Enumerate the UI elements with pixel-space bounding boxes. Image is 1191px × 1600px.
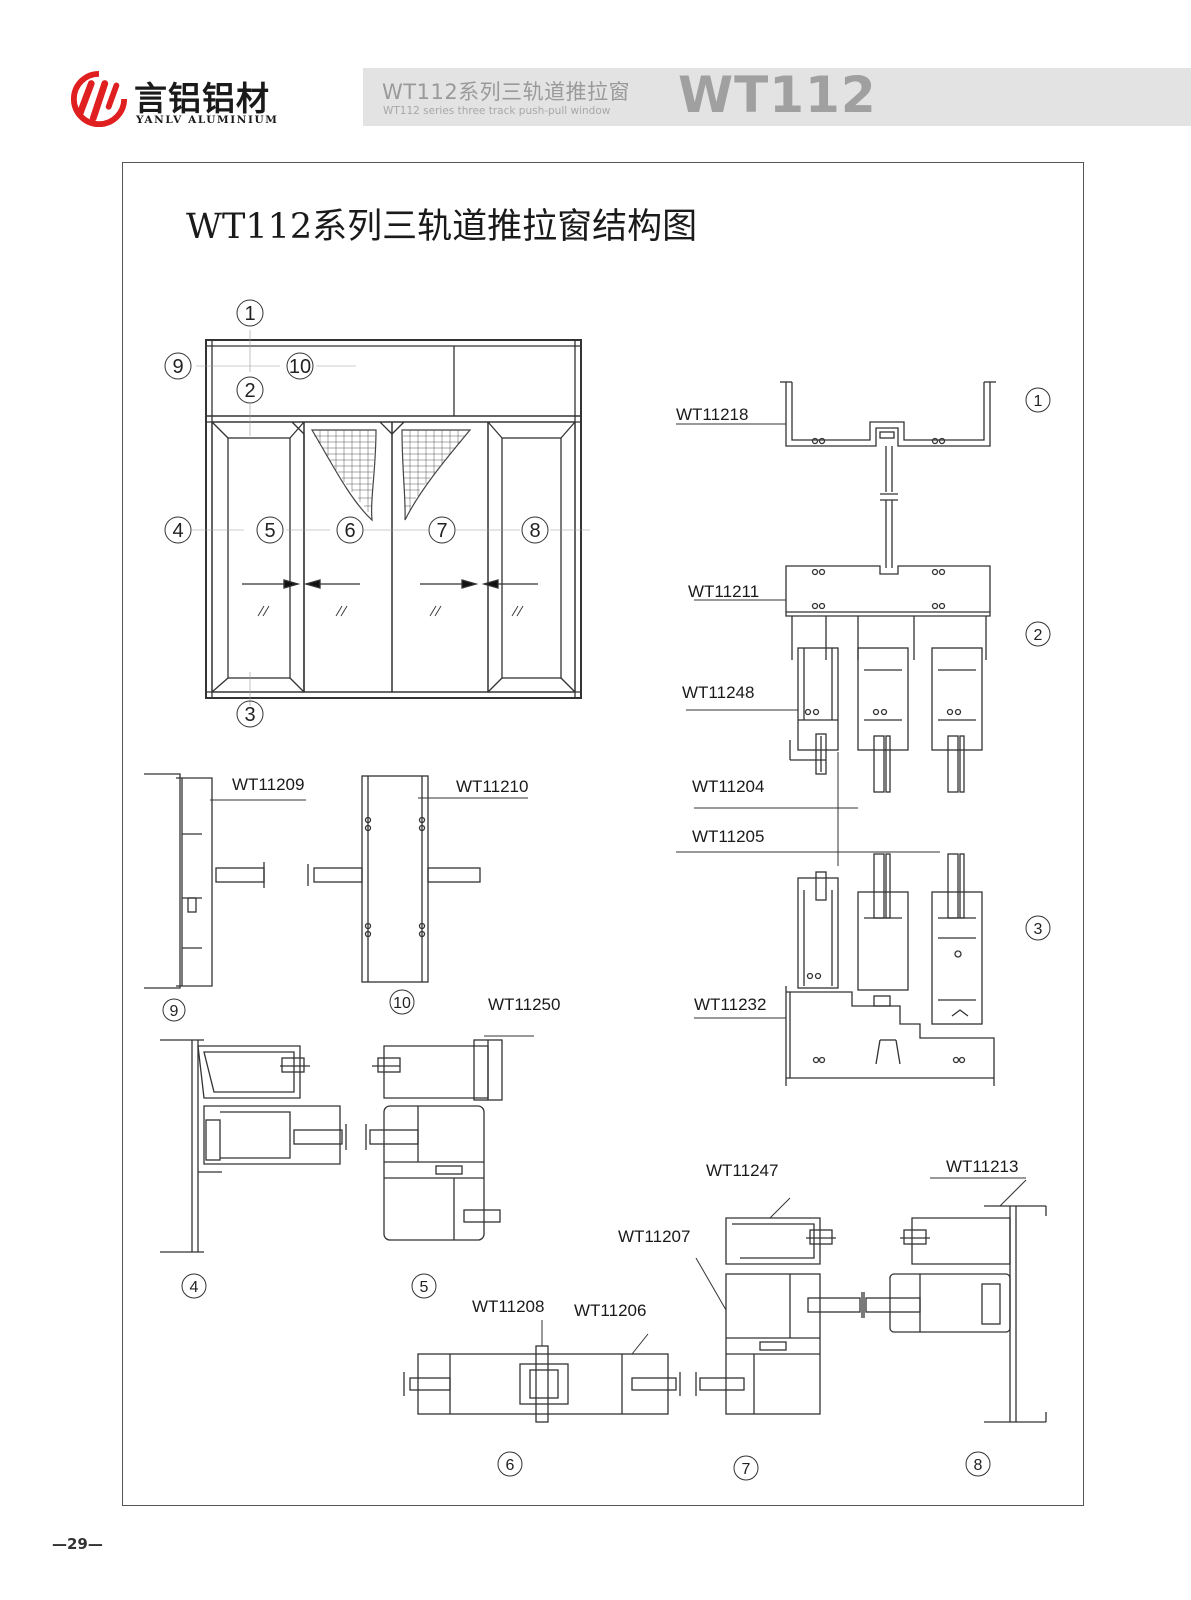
drawing-sheet [122,162,1084,1506]
series-header-bar [363,68,1191,126]
brand-logo: 言铝铝材 YANLV ALUMINIUM [70,70,300,130]
drawing-title: WT112系列三轨道推拉窗结构图 [186,207,698,247]
brand-name-en: YANLV ALUMINIUM [136,114,279,126]
series-model: WT112 [678,66,877,124]
page-number: —29— [52,1535,103,1553]
brand-name-cn: 言铝铝材 [134,79,270,118]
yanlv-logo-icon [71,70,128,127]
series-title-en: WT112 series three track push-pull windo… [383,105,611,117]
series-title-cn: WT112系列三轨道推拉窗 [382,80,631,104]
